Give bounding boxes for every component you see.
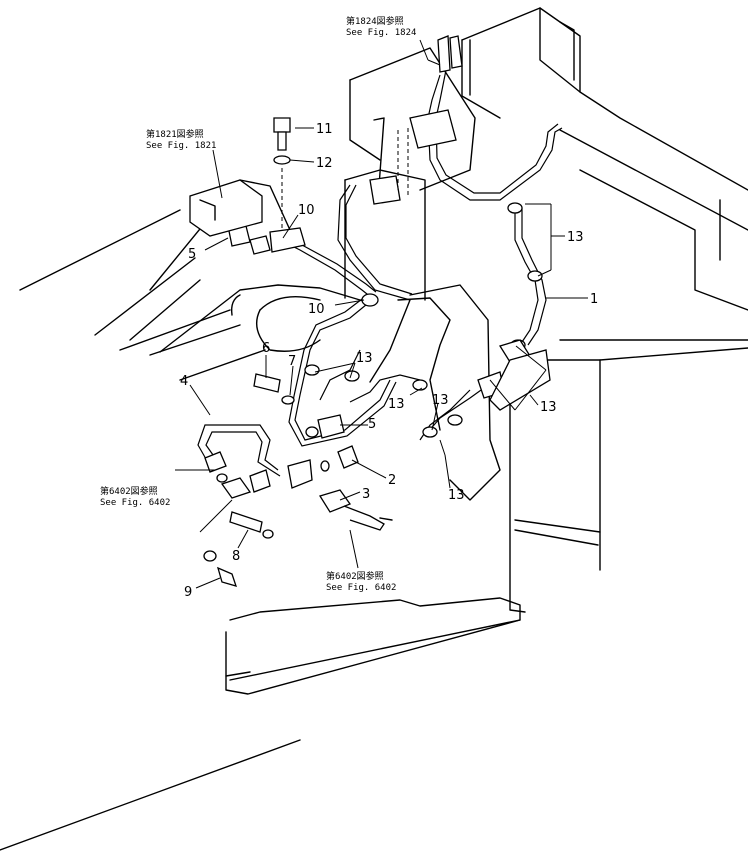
- callout-13-bottom: 13: [448, 488, 465, 503]
- callout-9: 9: [184, 585, 192, 600]
- callout-4: 4: [180, 374, 188, 389]
- ref-1824-en: See Fig. 1824: [346, 28, 416, 38]
- callout-7: 7: [288, 354, 296, 369]
- callout-1: 1: [590, 292, 598, 307]
- leader-lines: [175, 39, 588, 589]
- parts: [189, 35, 551, 587]
- ref-6402-left-en: See Fig. 6402: [100, 498, 170, 508]
- callouts: 11 12 10 5 10 13 1 6 7 4 13 13 13 13 5 2…: [180, 122, 598, 600]
- callout-3: 3: [362, 487, 370, 502]
- ref-6402-bottom-en: See Fig. 6402: [326, 583, 396, 593]
- ref-1824-jp: 第1824図参照: [346, 15, 404, 27]
- callout-13-middle: 13: [432, 393, 449, 408]
- callout-6: 6: [262, 341, 270, 356]
- callout-10-upper: 10: [298, 203, 315, 218]
- callout-12: 12: [316, 156, 333, 171]
- callout-8: 8: [232, 549, 240, 564]
- ref-1821-en: See Fig. 1821: [146, 141, 216, 151]
- pipe-routing: [279, 69, 563, 447]
- ref-1821-jp: 第1821図参照: [146, 128, 204, 140]
- ref-6402-bottom-jp: 第6402図参照: [326, 570, 384, 582]
- callout-5-upper: 5: [188, 247, 196, 262]
- callout-11: 11: [316, 122, 333, 137]
- callout-2: 2: [388, 473, 396, 488]
- ref-6402-left-jp: 第6402図参照: [100, 485, 158, 497]
- figure-references: 第1824図参照 See Fig. 1824 第1821図参照 See Fig.…: [100, 15, 416, 593]
- machine-body: [0, 7, 748, 851]
- callout-13-upper: 13: [567, 230, 584, 245]
- callout-13-center: 13: [356, 351, 373, 366]
- callout-13-left: 13: [388, 397, 405, 412]
- callout-13-right: 13: [540, 400, 557, 415]
- callout-5-lower: 5: [368, 417, 376, 432]
- callout-10-lower: 10: [308, 302, 325, 317]
